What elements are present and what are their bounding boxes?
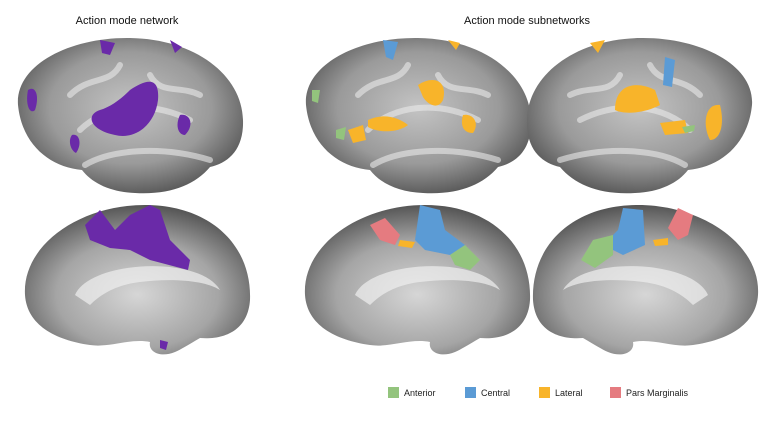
lateral-region [590,40,605,53]
legend-swatch-central [465,387,476,398]
lateral-region [653,238,668,246]
central-region [663,57,675,87]
lateral-region [418,80,444,106]
network-region [69,134,80,153]
brain-lateral-left-subnetworks [305,37,532,194]
brain-lateral-network [17,37,244,194]
lateral-region [705,104,722,140]
anterior-region [312,90,320,103]
legend: Anterior Central Lateral Pars Marginalis [388,387,688,398]
central-region [415,205,465,255]
brain-medial-left-subnetworks [304,205,531,355]
legend-item-lateral: Lateral [539,387,610,398]
lateral-region [660,120,688,135]
network-region [85,205,190,270]
network-region [91,81,159,136]
pars-marginalis-region [370,218,400,245]
lateral-region [461,114,476,133]
legend-swatch-anterior [388,387,399,398]
anterior-region [450,245,480,270]
network-region [100,40,115,55]
central-region [603,208,645,255]
anterior-region [581,235,613,268]
lateral-region [615,85,660,113]
lateral-region [348,125,366,143]
legend-label: Central [481,387,511,398]
legend-swatch-lateral [539,387,550,398]
legend-label: Anterior [404,387,436,398]
lateral-region [448,40,460,50]
legend-swatch-pars-marginalis [610,387,621,398]
legend-label: Lateral [555,387,583,398]
right-panel-title: Action mode subnetworks [464,15,590,27]
network-region [160,340,168,350]
brain-medial-right-subnetworks [532,205,759,355]
legend-label: Pars Marginalis [626,387,689,398]
network-region [177,114,191,135]
brain-medial-network [24,205,251,355]
lateral-region [368,116,408,132]
legend-item-anterior: Anterior [388,387,465,398]
legend-item-pars-marginalis: Pars Marginalis [610,387,688,398]
left-panel-title: Action mode network [75,15,179,27]
pars-marginalis-region [668,208,693,240]
legend-item-central: Central [465,387,539,398]
anterior-region [336,127,346,140]
central-region [383,40,398,60]
lateral-region [398,240,415,248]
network-region [170,40,182,53]
network-region [27,88,38,112]
anterior-region [682,125,695,133]
brain-lateral-right-subnetworks [526,37,753,194]
